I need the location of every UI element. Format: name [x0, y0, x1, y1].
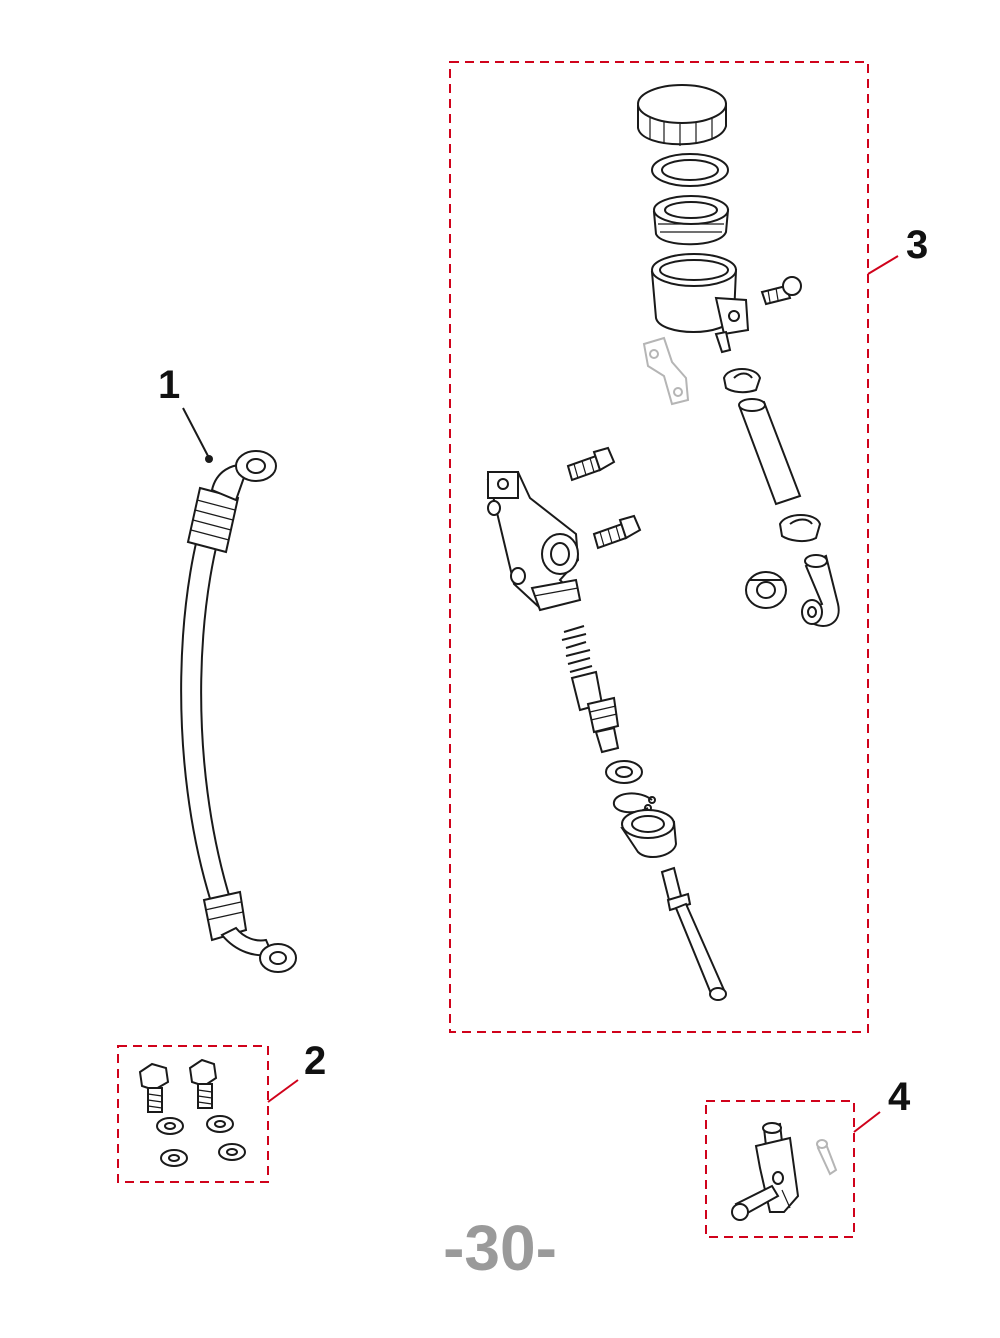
reservoir-body-icon [650, 253, 750, 354]
callout-4: 4 [853, 1075, 911, 1133]
cap-gasket-icon [651, 153, 729, 187]
hose-clip-lower-icon [778, 514, 822, 543]
callout-2-leader [267, 1079, 299, 1103]
clevis-pin-icon [731, 1122, 838, 1221]
group-box-4 [705, 1100, 855, 1238]
callout-1-dot [205, 455, 213, 463]
reservoir-cap-icon [637, 84, 727, 146]
group-box-3 [449, 61, 869, 1033]
reservoir-hose-icon [738, 398, 802, 506]
master-cylinder-body-icon [486, 470, 582, 612]
callout-1-leader [182, 407, 209, 457]
master-cylinder-assembly-icon [486, 84, 840, 1001]
callout-2-label: 2 [304, 1039, 326, 1083]
push-rod-icon [660, 866, 727, 1001]
group-box-2 [117, 1045, 269, 1183]
hose-clip-upper-icon [722, 368, 762, 394]
reservoir-screw-icon [760, 276, 802, 306]
callout-3-label: 3 [906, 223, 928, 267]
mounting-bolt-upper-icon [566, 446, 616, 482]
callout-3-leader [867, 255, 899, 275]
dust-boot-icon [620, 809, 678, 859]
callout-1-label: 1 [158, 363, 180, 407]
callout-1: 1 [158, 363, 213, 463]
piston-washer-icon [605, 760, 643, 784]
elbow-connector-icon [801, 554, 840, 627]
brake-hose-icon [180, 450, 297, 973]
callout-2: 2 [267, 1039, 326, 1103]
mounting-bolt-lower-icon [592, 514, 642, 550]
reservoir-bracket-icon [642, 336, 690, 406]
page-number: -30- [443, 1212, 557, 1284]
banjo-bolts-washers-icon [138, 1058, 246, 1167]
callout-4-leader [853, 1111, 881, 1133]
callout-4-label: 4 [888, 1075, 911, 1119]
grommet-icon [745, 571, 787, 609]
piston-spring-icon [561, 625, 620, 754]
callout-3: 3 [867, 223, 928, 275]
diaphragm-icon [652, 195, 730, 246]
